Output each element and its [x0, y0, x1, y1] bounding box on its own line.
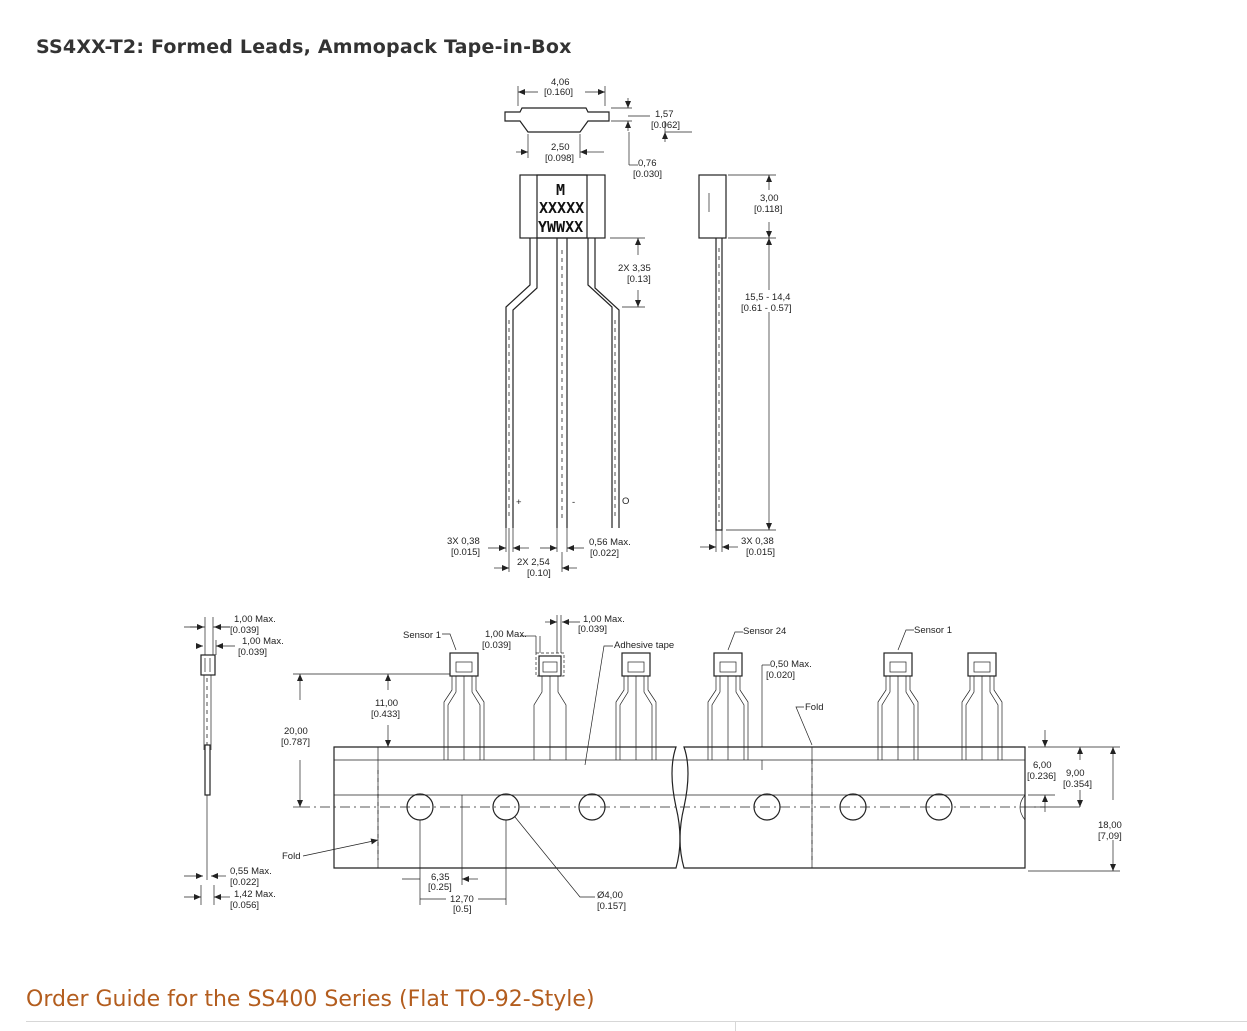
- front-view-package: M XXXXX YWWXX + - O 2X 3,35 [0.13] 3X 0,…: [447, 174, 651, 579]
- dim-tape-g-in: [0.787]: [281, 737, 310, 748]
- dim-tape-h-mm: 6,00: [1033, 760, 1052, 771]
- dim-lead-width-mm: 3X 0,38: [447, 536, 480, 547]
- tape-side-profile: 1,00 Max. [0.039] 1,00 Max. [0.039] 0,55…: [184, 614, 284, 911]
- dim-height-top-in: [0.062]: [651, 120, 680, 131]
- dim-tape-f-mm: 11,00: [375, 698, 398, 709]
- callout-adhesive-tape: Adhesive tape: [614, 640, 674, 651]
- side-view-package: 3,00 [0.118] 15,5 - 14,4 [0.61 - 0.57] 3…: [698, 174, 792, 558]
- marking-line-3: YWWXX: [538, 218, 583, 236]
- dim-tape-i-mm: 9,00: [1066, 768, 1085, 779]
- tape-dimensions: 20,00 [0.787] 11,00 [0.433] Sensor 1 1,0…: [281, 614, 1122, 915]
- marking-line-1: M: [556, 181, 565, 199]
- dim-profile-d-in: [0.056]: [230, 900, 259, 911]
- dim-step-in: [0.030]: [633, 169, 662, 180]
- table-column-divider: [735, 1022, 736, 1031]
- callout-sensor-24: Sensor 24: [743, 626, 786, 637]
- dim-lead-width-in: [0.015]: [451, 547, 480, 558]
- tape-sensors: [443, 652, 1003, 760]
- dim-lead-length-mm: 15,5 - 14,4: [745, 292, 790, 303]
- marking-line-2: XXXXX: [539, 199, 584, 217]
- dim-width-top-mm: 4,06: [551, 77, 570, 88]
- pin-minus-label: -: [572, 497, 575, 508]
- dim-profile-a-mm: 1,00 Max.: [234, 614, 276, 625]
- dim-profile-a-in: [0.039]: [230, 625, 259, 636]
- dim-tape-e-in: [0.020]: [766, 670, 795, 681]
- dim-height-top-mm: 1,57: [655, 109, 674, 120]
- dim-profile-c-in: [0.022]: [230, 877, 259, 888]
- dim-tape-i-in: [0.354]: [1063, 779, 1092, 790]
- dim-tape-f-in: [0.433]: [371, 709, 400, 720]
- dim-lead-max-mm: 0,56 Max.: [589, 537, 631, 548]
- dim-lead-max-in: [0.022]: [590, 548, 619, 559]
- dim-lead-bend-in: [0.13]: [627, 274, 651, 285]
- dim-profile-b-mm: 1,00 Max.: [242, 636, 284, 647]
- dim-tape-j-mm: 18,00: [1098, 820, 1122, 831]
- dim-tape-d-in: [0.039]: [578, 624, 607, 635]
- dim-profile-b-in: [0.039]: [238, 647, 267, 658]
- dim-tape-n-mm: 12,70: [450, 894, 474, 905]
- dim-tape-o-mm: Ø4,00: [597, 890, 623, 901]
- dim-body-side-mm: 3,00: [760, 193, 779, 204]
- callout-fold-left: Fold: [282, 851, 300, 862]
- callout-sensor-1-left: Sensor 1: [403, 630, 441, 641]
- dim-pitch-mm: 2X 2,54: [517, 557, 550, 568]
- dim-tape-g-mm: 20,00: [284, 726, 308, 737]
- dim-tape-e-mm: 0,50 Max.: [770, 659, 812, 670]
- tape-strip: [300, 746, 1045, 869]
- dim-side-lead-width-in: [0.015]: [746, 547, 775, 558]
- callout-fold-top: Fold: [805, 702, 823, 713]
- pin-output-label: O: [622, 496, 629, 507]
- dim-step-mm: 0,76: [638, 158, 657, 169]
- dim-lead-length-in: [0.61 - 0.57]: [741, 303, 792, 314]
- dim-tape-h-in: [0.236]: [1027, 771, 1056, 782]
- dim-tape-o-in: [0.157]: [597, 901, 626, 912]
- dim-tape-m-in: [0.25]: [428, 882, 452, 893]
- dim-tape-c-in: [0.039]: [482, 640, 511, 651]
- dim-lead-bend-mm: 2X 3,35: [618, 263, 651, 274]
- dim-tape-d-mm: 1,00 Max.: [583, 614, 625, 625]
- pin-plus-label: +: [516, 497, 522, 508]
- dim-pitch-in: [0.10]: [527, 568, 551, 579]
- dim-body-side-in: [0.118]: [754, 204, 782, 215]
- dim-width-top-in: [0.160]: [544, 87, 573, 98]
- top-view-package: 4,06 [0.160] 1,57 [0.062] 2,50 [0.098] 0…: [504, 77, 692, 180]
- dim-width-mid-in: [0.098]: [545, 153, 574, 164]
- dim-tape-j-in: [7,09]: [1098, 831, 1122, 842]
- dim-tape-c-mm: 1,00 Max.: [485, 629, 527, 640]
- section-heading: Order Guide for the SS400 Series (Flat T…: [26, 987, 595, 1012]
- table-top-border: [26, 1021, 1247, 1022]
- dim-width-mid-mm: 2,50: [551, 142, 570, 153]
- dim-profile-d-mm: 1,42 Max.: [234, 889, 276, 900]
- dim-tape-n-in: [0.5]: [453, 904, 472, 915]
- dim-side-lead-width-mm: 3X 0,38: [741, 536, 774, 547]
- page-title: SS4XX-T2: Formed Leads, Ammopack Tape-in…: [36, 36, 572, 58]
- callout-sensor-1-right: Sensor 1: [914, 625, 952, 636]
- dim-tape-m-mm: 6,35: [431, 872, 450, 883]
- dim-profile-c-mm: 0,55 Max.: [230, 866, 272, 877]
